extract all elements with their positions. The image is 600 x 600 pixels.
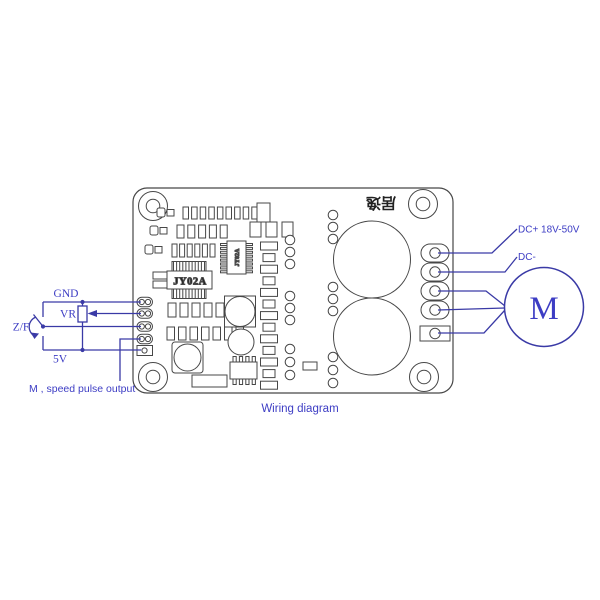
control-circuit-marks bbox=[30, 299, 97, 353]
soic16-label: JY02A bbox=[235, 248, 241, 266]
dc-minus-wire bbox=[438, 256, 518, 273]
motor-wire-u bbox=[438, 290, 506, 307]
control-circuit bbox=[28, 301, 141, 381]
pcb-components bbox=[136, 189, 451, 392]
zf-switch-lever bbox=[32, 314, 44, 327]
gnd-label: GND bbox=[54, 288, 79, 300]
capacitor bbox=[333, 220, 411, 299]
soic16-ic: JY02A bbox=[220, 240, 253, 275]
pulse-wire bbox=[119, 338, 141, 381]
v5-label: 5V bbox=[53, 354, 68, 366]
capacitor bbox=[333, 297, 411, 376]
junction-dot bbox=[80, 347, 85, 353]
silkscreen-brand-text: 居逸 bbox=[366, 194, 396, 212]
dc-plus-label: DC+ 18V-50V bbox=[518, 225, 580, 236]
junction-dot bbox=[40, 324, 46, 329]
jy02a-label: JY02A bbox=[173, 277, 206, 288]
vr-arrowhead bbox=[87, 310, 97, 317]
zf-label: Z/F bbox=[13, 322, 30, 334]
dc-plus-wire bbox=[438, 228, 518, 254]
power-circuit bbox=[437, 228, 585, 348]
caption: Wiring diagram bbox=[261, 403, 338, 415]
junction-dot bbox=[80, 299, 85, 305]
pulse-label: M , speed pulse output bbox=[29, 383, 135, 395]
motor-wire-v bbox=[437, 307, 506, 311]
motor-wire-w bbox=[438, 309, 506, 334]
jy02a-module: JY02A bbox=[152, 261, 213, 299]
vr-label: VR bbox=[60, 309, 76, 321]
motor-label: M bbox=[529, 291, 558, 327]
dc-minus-label: DC- bbox=[518, 252, 536, 263]
zf-arrowhead bbox=[30, 332, 39, 339]
motor-circle bbox=[503, 266, 585, 348]
potentiometer-body bbox=[77, 305, 88, 323]
